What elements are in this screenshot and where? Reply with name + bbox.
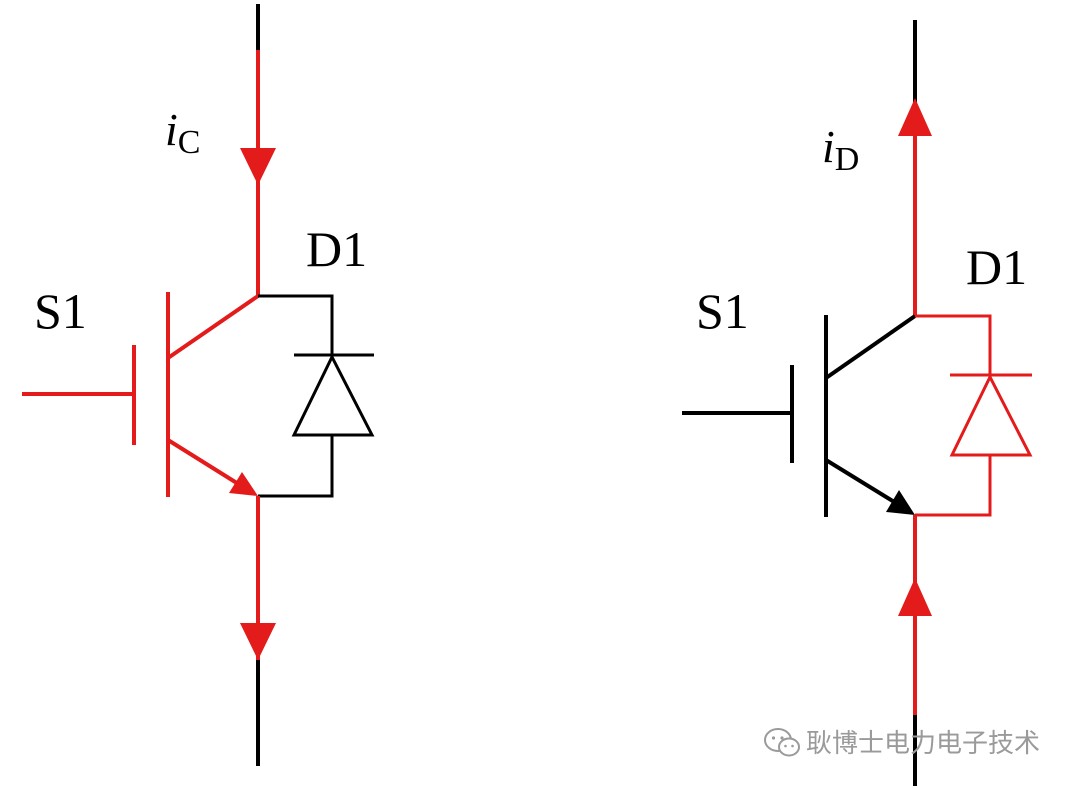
current-label: iC [165, 104, 200, 161]
switch-label: S1 [696, 283, 749, 339]
current-label: iD [822, 121, 859, 178]
collector-diagonal [824, 314, 917, 380]
watermark: 耿博士电力电子技术 [764, 728, 1040, 759]
circuit-igbt-conducting: iC S1 D1 [22, 4, 375, 766]
diode-label: D1 [966, 239, 1027, 295]
emitter-diagonal [824, 458, 906, 510]
diode-triangle [291, 353, 375, 437]
emitter-arrow-icon [229, 472, 258, 496]
emitter-arrow-icon [886, 490, 915, 515]
circuit-diode-conducting: iD S1 D1 [682, 20, 1033, 786]
wechat-icon [764, 728, 800, 757]
diode-label: D1 [306, 221, 367, 277]
current-arrow-down-icon [240, 623, 276, 660]
switch-label: S1 [34, 283, 87, 339]
current-arrow-up-icon [898, 578, 932, 616]
current-arrow-down-icon [240, 148, 276, 185]
emitter-diagonal [166, 438, 250, 492]
collector-diagonal [166, 294, 260, 360]
diode-triangle [949, 373, 1033, 457]
watermark-text: 耿博士电力电子技术 [806, 729, 1040, 759]
current-arrow-up-icon [898, 98, 932, 136]
